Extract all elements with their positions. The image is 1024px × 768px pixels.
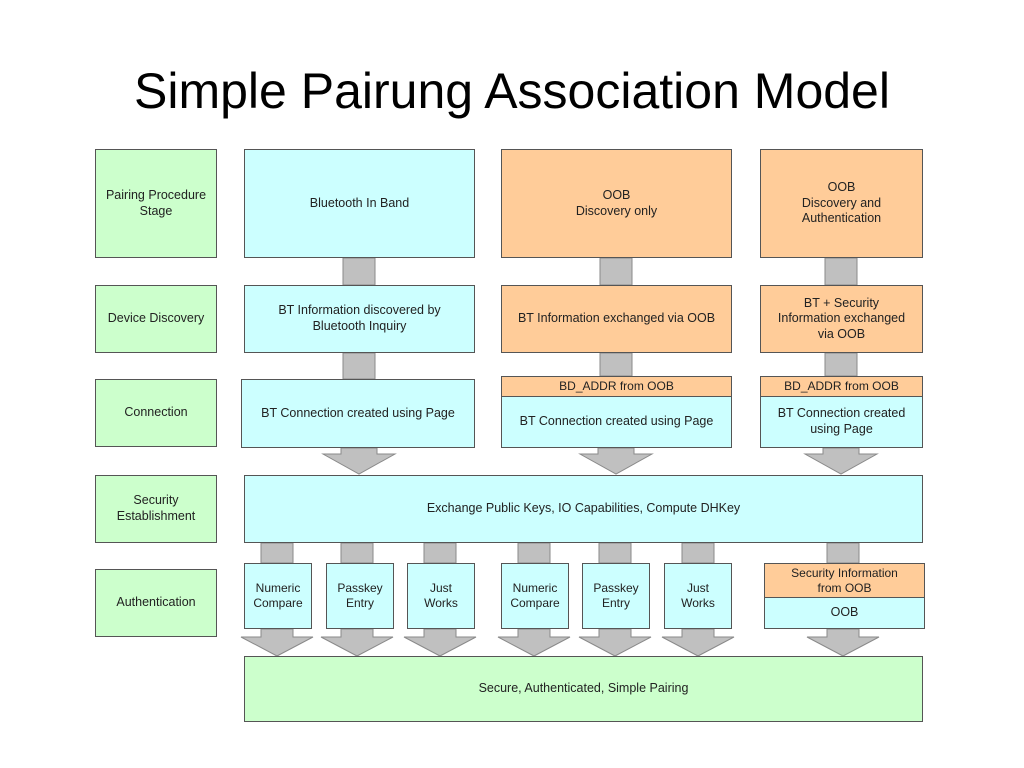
result-box: Secure, Authenticated, Simple Pairing: [244, 656, 923, 722]
connector-arrow: [598, 542, 632, 564]
stage-device-discovery: Device Discovery: [95, 285, 217, 353]
slide-title: Simple Pairung Association Model: [134, 63, 890, 119]
connector-arrow: [423, 542, 457, 564]
stage-connection: Connection: [95, 379, 217, 447]
oob-discovery-header: OOB Discovery only: [501, 149, 732, 258]
connector-arrow: [517, 542, 551, 564]
stage-pairing-procedure: Pairing Procedure Stage: [95, 149, 217, 258]
connector-arrow: [681, 542, 715, 564]
connector-arrow: [599, 257, 633, 286]
stage-security-establishment: Security Establishment: [95, 475, 217, 543]
connector-arrow: [342, 352, 376, 380]
auth-passkey-entry-inband: Passkey Entry: [326, 563, 394, 629]
connector-arrow: [260, 542, 294, 564]
connector-arrow: [342, 257, 376, 286]
connector-arrow: [826, 542, 860, 564]
oob-discovery-bd-addr: BD_ADDR from OOB: [501, 376, 732, 397]
auth-just-works-inband: Just Works: [407, 563, 475, 629]
down-arrow: [806, 628, 880, 657]
connector-arrow: [340, 542, 374, 564]
stage-authentication: Authentication: [95, 569, 217, 637]
connector-arrow: [824, 257, 858, 286]
auth-security-info-oob: Security Information from OOB: [764, 563, 925, 598]
auth-numeric-compare-oob: Numeric Compare: [501, 563, 569, 629]
oob-auth-connection: BT Connection created using Page: [760, 396, 923, 448]
oob-auth-exchange: BT + Security Information exchanged via …: [760, 285, 923, 353]
down-arrow: [803, 447, 879, 475]
auth-passkey-entry-oob: Passkey Entry: [582, 563, 650, 629]
down-arrow: [497, 628, 571, 657]
auth-just-works-oob: Just Works: [664, 563, 732, 629]
auth-oob: OOB: [764, 597, 925, 629]
down-arrow: [578, 628, 652, 657]
down-arrow: [661, 628, 735, 657]
inband-header: Bluetooth In Band: [244, 149, 475, 258]
inband-connection: BT Connection created using Page: [241, 379, 475, 448]
down-arrow: [240, 628, 314, 657]
connector-arrow: [599, 352, 633, 377]
oob-discovery-exchange: BT Information exchanged via OOB: [501, 285, 732, 353]
oob-discovery-connection: BT Connection created using Page: [501, 396, 732, 448]
oob-auth-header: OOB Discovery and Authentication: [760, 149, 923, 258]
oob-auth-bd-addr: BD_ADDR from OOB: [760, 376, 923, 397]
connector-arrow: [824, 352, 858, 377]
down-arrow: [403, 628, 477, 657]
security-establishment-box: Exchange Public Keys, IO Capabilities, C…: [244, 475, 923, 543]
auth-numeric-compare-inband: Numeric Compare: [244, 563, 312, 629]
down-arrow: [320, 628, 394, 657]
down-arrow: [321, 447, 397, 475]
down-arrow: [578, 447, 654, 475]
inband-discovery: BT Information discovered by Bluetooth I…: [244, 285, 475, 353]
